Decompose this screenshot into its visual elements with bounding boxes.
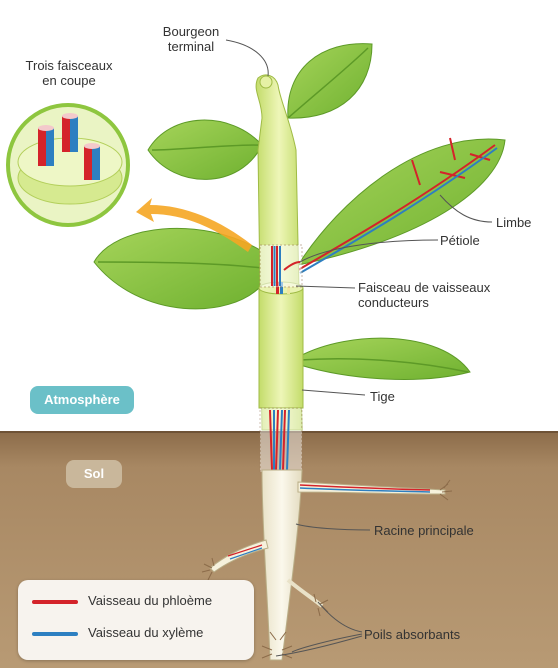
legend: Vaisseau du phloème Vaisseau du xylème [18, 580, 254, 660]
atmosphere-badge: Atmosphère [30, 386, 134, 414]
label-faisceau: Faisceau de vaisseaux conducteurs [358, 280, 538, 310]
label-poils-absorbants: Poils absorbants [364, 627, 460, 642]
phloem-swatch [32, 600, 78, 604]
label-trois-faisceaux: Trois faisceaux en coupe [14, 58, 124, 88]
bundle-1 [38, 125, 54, 166]
legend-phloem-label: Vaisseau du phloème [88, 593, 212, 608]
label-limbe: Limbe [496, 215, 531, 230]
label-tige: Tige [370, 389, 395, 404]
bundle-3 [84, 143, 100, 180]
xylem-swatch [32, 632, 78, 636]
legend-xylem-label: Vaisseau du xylème [88, 625, 203, 640]
soil-badge: Sol [66, 460, 122, 488]
label-petiole: Pétiole [440, 233, 480, 248]
terminal-bud [260, 76, 272, 88]
bundle-2 [62, 113, 78, 152]
label-bourgeon-terminal: Bourgeon terminal [150, 24, 232, 54]
label-racine-principale: Racine principale [374, 523, 474, 538]
